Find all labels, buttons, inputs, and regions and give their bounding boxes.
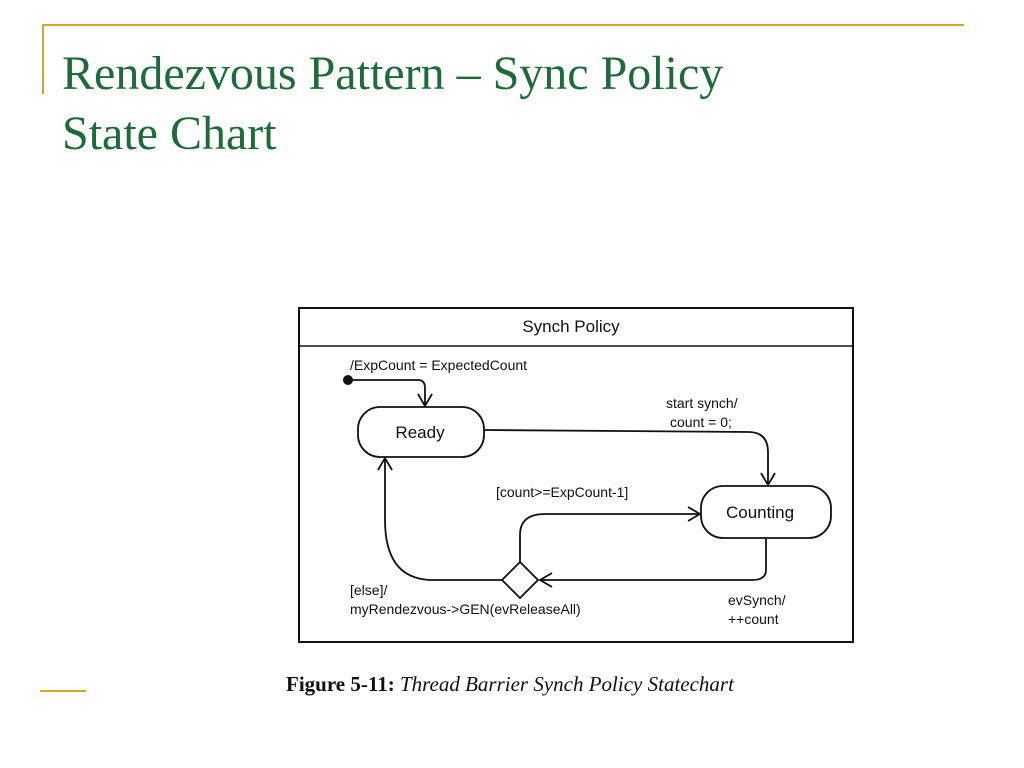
figure-caption: Figure 5-11: Thread Barrier Synch Policy… xyxy=(286,672,886,697)
evsynch-label-1: evSynch/ xyxy=(728,592,786,608)
caption-label: Figure 5-11: xyxy=(286,672,395,696)
synch-policy-container xyxy=(298,307,854,643)
slide-title-line-2: State Chart xyxy=(62,107,277,160)
initial-transition xyxy=(348,379,433,408)
caption-text: Thread Barrier Synch Policy Statechart xyxy=(399,672,734,696)
guard-count-label: [count>=ExpCount-1] xyxy=(496,484,628,500)
slide-title-line-1: Rendezvous Pattern – Sync Policy xyxy=(62,47,724,100)
state-ready xyxy=(357,406,485,458)
transition-else xyxy=(377,456,502,581)
bottom-accent-line xyxy=(40,690,86,692)
start-synch-label-1: start synch/ xyxy=(666,395,738,411)
transition-guard-count xyxy=(519,506,702,562)
transition-evsynch xyxy=(538,538,767,588)
top-accent-line xyxy=(42,24,964,26)
state-ready-label: Ready xyxy=(395,423,445,442)
transition-start-synch xyxy=(483,429,776,487)
choice-pseudostate xyxy=(500,560,540,600)
else-label-1: [else]/ xyxy=(350,582,387,598)
slide-title: Rendezvous Pattern – Sync Policy State C… xyxy=(62,44,962,164)
state-counting-label: Counting xyxy=(726,503,794,522)
initial-action-label: /ExpCount = ExpectedCount xyxy=(350,357,527,373)
left-accent-line xyxy=(42,24,44,94)
start-synch-label-2: count = 0; xyxy=(670,414,732,430)
else-label-2: myRendezvous->GEN(evReleaseAll) xyxy=(350,601,581,617)
evsynch-label-2: ++count xyxy=(728,611,779,627)
container-title: Synch Policy xyxy=(522,317,620,336)
